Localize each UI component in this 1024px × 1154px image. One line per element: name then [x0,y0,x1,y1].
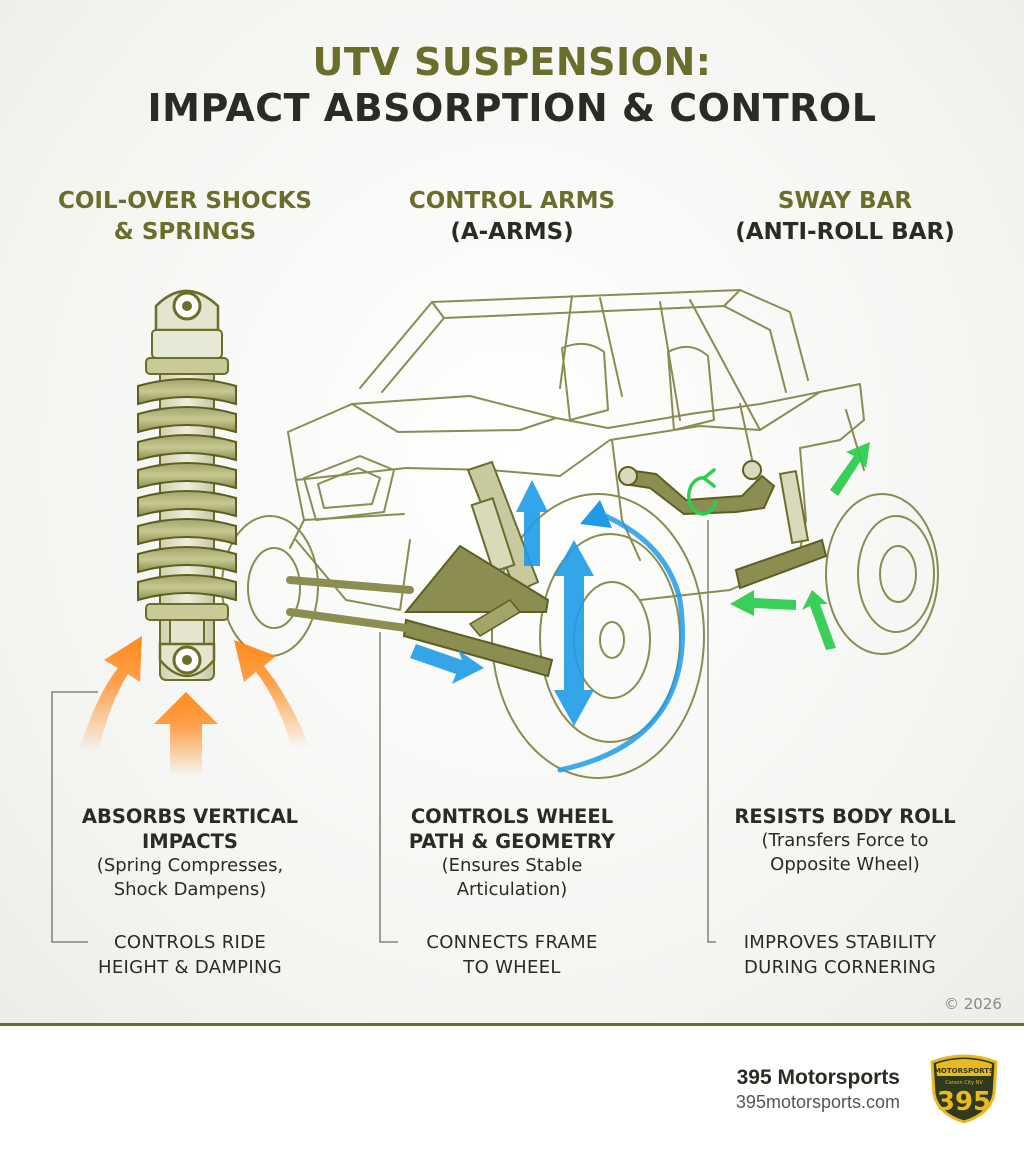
desc-sway-bar: RESISTS BODY ROLL (Transfers Force to Op… [690,804,1000,877]
desc-control-arms: CONTROLS WHEEL PATH & GEOMETRY (Ensures … [362,804,662,902]
badge-number: 395 [937,1087,991,1117]
footer-coil-over: CONTROLS RIDE HEIGHT & DAMPING [70,930,310,980]
desc-coil-over-body-1: (Spring Compresses, [96,855,284,876]
body-roll-arrows [730,442,870,650]
heading-sway-bar: SWAY BAR (ANTI-ROLL BAR) [680,186,1010,248]
copyright: © 2026 [944,995,1002,1013]
desc-sway-bar-title-1: RESISTS BODY ROLL [734,805,956,828]
title-line-2: IMPACT ABSORPTION & CONTROL [147,86,877,130]
desc-sway-bar-body-2: Opposite Wheel) [770,854,920,875]
brand-text: 395 Motorsports 395motorsports.com [736,1066,900,1113]
desc-coil-over-title-1: ABSORBS VERTICAL [81,805,299,828]
heading-control-arms: CONTROL ARMS (A-ARMS) [352,186,672,248]
desc-coil-over-title-2: IMPACTS [142,830,238,853]
suspension-illustration [51,289,939,943]
desc-control-arms-title-1: CONTROLS WHEEL [410,805,614,828]
infographic-poster: UTV SUSPENSION: IMPACT ABSORPTION & CONT… [0,0,1024,1024]
heading-sway-bar-sub: (ANTI-ROLL BAR) [735,219,955,245]
coil-over-shock-icon [137,289,237,681]
footer-sway-bar-2: DURING CORNERING [743,957,937,978]
desc-coil-over: ABSORBS VERTICAL IMPACTS (Spring Compres… [40,804,340,902]
brand-url[interactable]: 395motorsports.com [735,1092,900,1112]
footer-divider [0,1023,1024,1026]
twist-arrow-icon [687,468,718,516]
heading-coil-over-sub: & SPRINGS [113,219,257,245]
heading-control-arms-main: CONTROL ARMS [408,188,616,214]
a-arm-icon [286,460,828,678]
brand-footer: 395 Motorsports 395motorsports.com MOTOR… [0,1026,1024,1154]
sway-bar-icon [618,460,776,516]
wheel-path-arrows [410,480,685,773]
badge-top-text: MOTORSPORTS [934,1067,994,1075]
utv-vehicle-icon [221,289,939,779]
footer-sway-bar: IMPROVES STABILITY DURING CORNERING [710,930,970,980]
spring-coils [137,378,237,602]
desc-sway-bar-body-1: (Transfers Force to [761,830,929,851]
brand-name: 395 Motorsports [736,1066,900,1089]
impact-arrow-left [80,636,142,752]
route-shield-icon: MOTORSPORTS Carson City NV 395 [930,1054,998,1124]
title-line-1: UTV SUSPENSION: [312,40,712,84]
heading-sway-bar-main: SWAY BAR [777,188,913,214]
footer-coil-over-1: CONTROLS RIDE [114,932,266,953]
heading-coil-over: COIL-OVER SHOCKS & SPRINGS [20,186,350,248]
desc-control-arms-body-2: Articulation) [456,879,568,900]
desc-control-arms-title-2: PATH & GEOMETRY [408,830,616,853]
footer-coil-over-2: HEIGHT & DAMPING [98,957,282,978]
heading-coil-over-main: COIL-OVER SHOCKS [58,188,312,214]
footer-control-arms-2: TO WHEEL [463,957,561,978]
impact-arrow-center [154,692,218,776]
footer-control-arms-1: CONNECTS FRAME [426,932,598,953]
impact-arrow-right [234,640,310,748]
footer-sway-bar-1: IMPROVES STABILITY [743,932,937,953]
badge-mid-text: Carson City NV [945,1080,983,1086]
callout-lines [51,520,716,943]
desc-coil-over-body-2: Shock Dampens) [113,879,267,900]
footer-control-arms: CONNECTS FRAME TO WHEEL [392,930,632,980]
impact-arrows [80,636,310,776]
heading-control-arms-sub: (A-ARMS) [450,219,574,245]
desc-control-arms-body-1: (Ensures Stable [441,855,583,876]
